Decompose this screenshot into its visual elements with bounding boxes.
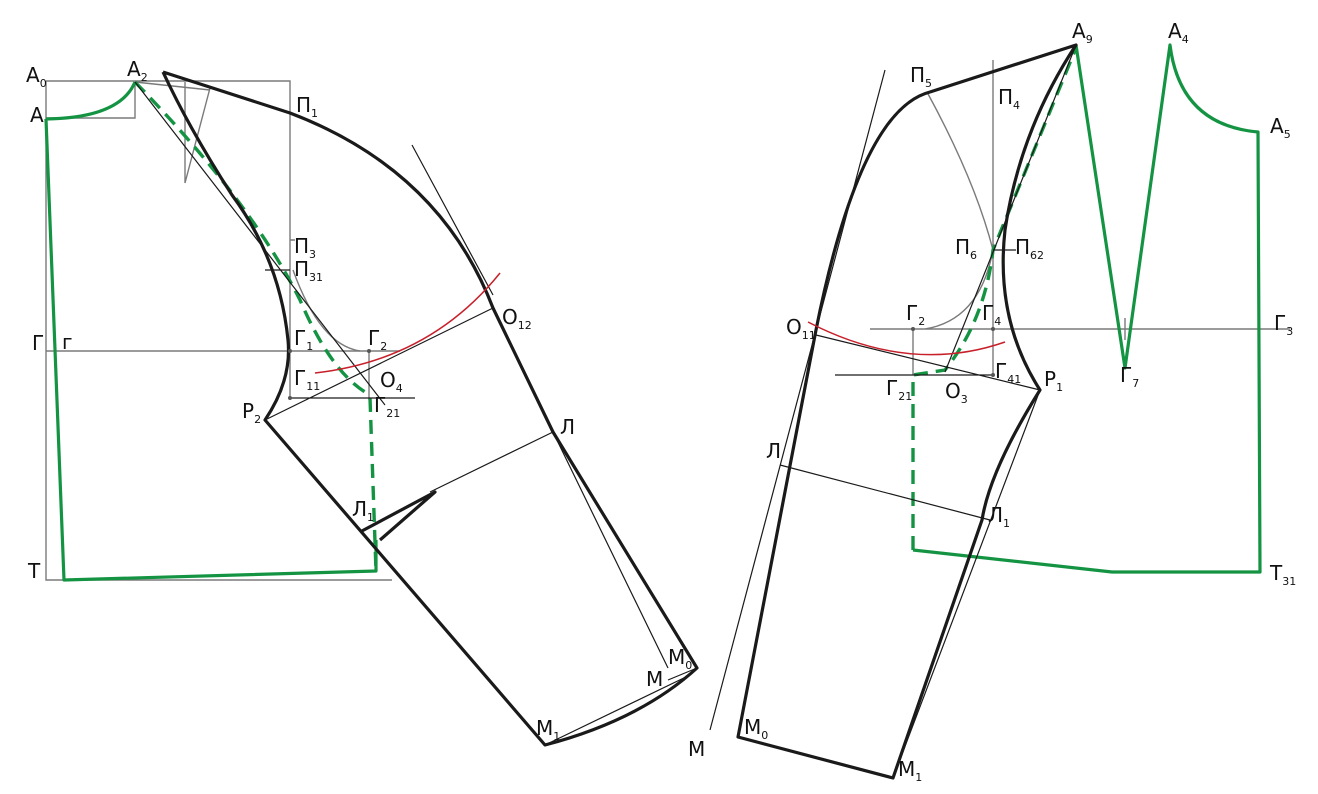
sleeve-outline-right <box>736 43 1078 780</box>
label-M1: М1 <box>536 716 560 743</box>
elbow-dart <box>359 490 437 542</box>
label-P1-right: Р1 <box>1044 367 1063 394</box>
label-O12: О12 <box>502 305 532 332</box>
front-bodice-dashed <box>911 47 1078 550</box>
label-O3: О3 <box>945 379 968 406</box>
frame-grid-right <box>870 60 1290 375</box>
label-G1: Г1 <box>294 326 313 353</box>
label-G11: Г11 <box>294 366 320 393</box>
label-A5: А5 <box>1270 114 1291 141</box>
label-M0-right: М0 <box>744 715 768 742</box>
label-P31: П31 <box>294 257 323 284</box>
label-M0: М0 <box>668 645 692 672</box>
armhole-aux-curve <box>292 269 361 352</box>
label-G21-right: Г21 <box>886 376 912 403</box>
label-L1: Л1 <box>352 497 374 524</box>
label-G41: Г41 <box>995 359 1021 386</box>
red-arc-right <box>807 321 1006 356</box>
left-labels: А0 А2 А П1 П3 П31 Г г Г1 Г2 Г11 О4 Г21 Р… <box>26 57 692 743</box>
construction-lines-right <box>709 44 1077 779</box>
left-back-sleeve <box>44 70 699 747</box>
label-G2-right: Г2 <box>906 301 925 328</box>
label-O11: О11 <box>786 315 816 342</box>
construction-lines <box>134 81 698 746</box>
label-M1-right: М1 <box>898 757 922 784</box>
label-P3: П3 <box>294 234 316 261</box>
label-T31: Т31 <box>1269 561 1296 588</box>
label-A0: А0 <box>26 63 47 90</box>
front-bodice-outline <box>912 43 1262 574</box>
right-front-sleeve <box>709 43 1290 780</box>
frame-grid <box>45 80 400 581</box>
label-P62: П62 <box>1015 235 1044 262</box>
label-A4: А4 <box>1168 19 1189 46</box>
label-G3: Г3 <box>1274 311 1293 338</box>
label-A2: А2 <box>127 57 148 84</box>
label-g: г <box>62 330 73 354</box>
label-T: Т <box>27 559 41 583</box>
label-G2: Г2 <box>368 326 387 353</box>
label-G7: Г7 <box>1120 363 1139 390</box>
label-L1-right: Л1 <box>988 503 1010 530</box>
label-P6: П6 <box>955 235 977 262</box>
label-G21: Г21 <box>374 393 400 420</box>
label-P4: П4 <box>998 85 1020 112</box>
label-L: Л <box>560 415 575 439</box>
label-G: Г <box>32 331 44 355</box>
label-M: М <box>646 667 663 691</box>
label-P2: Р2 <box>242 399 261 426</box>
label-O4: О4 <box>380 368 403 395</box>
red-arc <box>314 272 501 374</box>
label-L-right: Л <box>766 439 781 463</box>
label-A: А <box>30 103 44 127</box>
right-labels: А9 А4 А5 П5 П4 П6 П62 Г2 Г4 Г3 О11 Г41 Р… <box>688 19 1296 784</box>
point-markers <box>288 327 995 400</box>
back-bodice-dashed <box>133 80 378 572</box>
label-M-right: М <box>688 737 705 761</box>
label-P1: П1 <box>296 93 318 120</box>
label-G4: Г4 <box>982 301 1001 328</box>
label-A9: А9 <box>1072 19 1093 46</box>
label-P5: П5 <box>910 63 932 90</box>
